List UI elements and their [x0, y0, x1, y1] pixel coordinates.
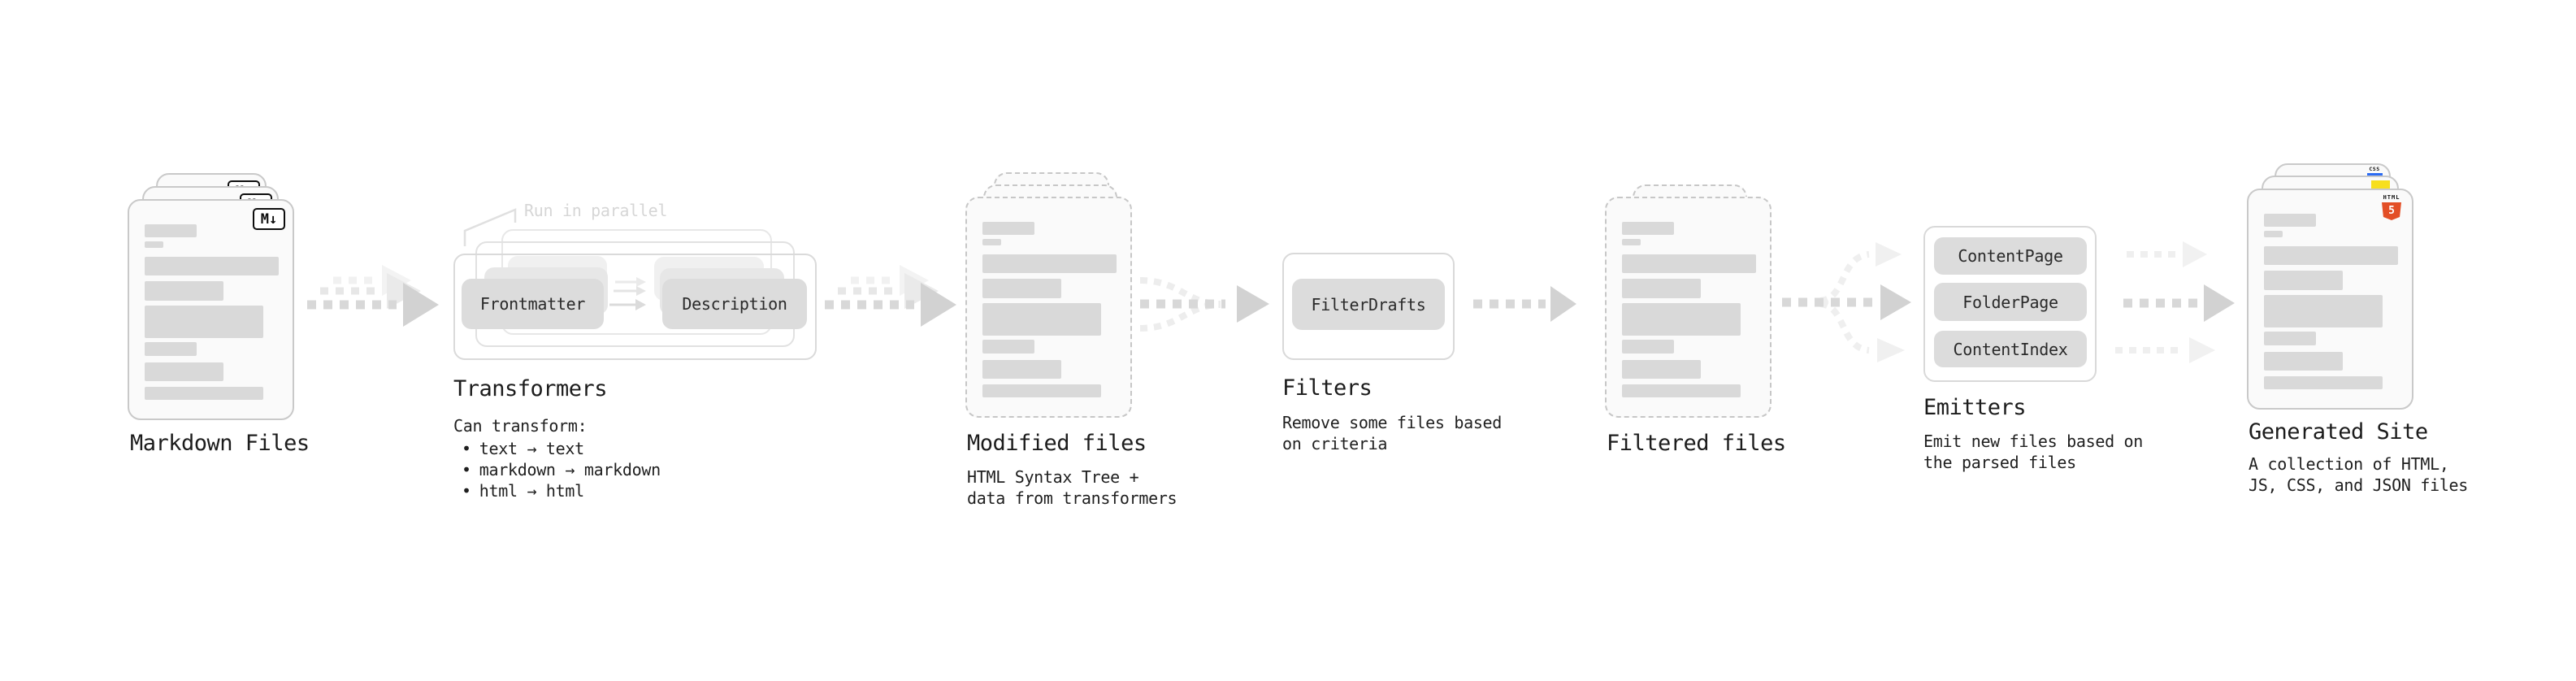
bullet-text: text → text [479, 439, 584, 458]
node-title: Transformers [453, 376, 608, 401]
node-description: A collection of HTML, [2249, 454, 2449, 474]
placeholder-bar [2264, 214, 2316, 227]
arrow-transformers-to-modified [825, 265, 956, 327]
node-description: JS, CSS, and JSON files [2249, 475, 2469, 495]
placeholder-bar [982, 303, 1101, 336]
placeholder-bar [1622, 360, 1701, 379]
bullet-marker: • [462, 481, 471, 501]
placeholder-bar [1622, 222, 1674, 235]
css-badge: CSS [2366, 167, 2383, 176]
html5-badge: HTML 5 [2381, 194, 2402, 220]
node-description: HTML Syntax Tree + [967, 467, 1139, 487]
placeholder-bar [1622, 239, 1641, 245]
arrow-markdown-to-transformers [307, 265, 439, 327]
placeholder-bar [2264, 295, 2383, 327]
transformer-box [453, 254, 817, 360]
placeholder-bar [1622, 384, 1741, 397]
placeholder-bar [2264, 246, 2398, 265]
placeholder-bar [1622, 279, 1701, 298]
placeholder-bar [2264, 271, 2343, 290]
css-badge-underline [2366, 173, 2383, 176]
placeholder-bar [2264, 352, 2343, 371]
arrow-filtered-to-emitters [1782, 242, 1911, 362]
folderpage-chip: FolderPage [1934, 283, 2087, 321]
transform-bullet: • text → text [462, 439, 584, 458]
placeholder-bar [145, 241, 163, 248]
arrow-modified-to-filters [1139, 277, 1269, 332]
html5-badge-number: 5 [2388, 205, 2395, 217]
placeholder-bar [1622, 303, 1741, 336]
placeholder-bar [982, 384, 1101, 397]
placeholder-bar [145, 224, 197, 237]
node-description: on criteria [1282, 434, 1388, 453]
placeholder-bar [2264, 332, 2316, 345]
arrow-emitters-to-generated [2115, 241, 2235, 363]
placeholder-bar [2264, 231, 2283, 237]
placeholder-bar [145, 362, 223, 381]
node-description: the parsed files [1923, 453, 2076, 472]
filterdrafts-chip: FilterDrafts [1292, 279, 1445, 330]
placeholder-bar [982, 340, 1034, 354]
placeholder-bar [145, 306, 263, 338]
node-title: Emitters [1923, 395, 2027, 420]
node-title: Filtered files [1607, 431, 1786, 456]
placeholder-bar [982, 279, 1061, 298]
description-chip: Description [662, 279, 807, 329]
placeholder-bar [2264, 376, 2383, 389]
transform-bullet: • html → html [462, 481, 584, 501]
file-card: HTML 5 [2247, 189, 2413, 410]
bullet-marker: • [462, 439, 471, 458]
markdown-badge: M↓ [253, 208, 285, 230]
contentpage-chip: ContentPage [1934, 237, 2087, 275]
transform-bullet: • markdown → markdown [462, 460, 661, 479]
placeholder-bar [145, 342, 197, 356]
file-card [965, 197, 1132, 418]
node-description: Remove some files based [1282, 413, 1503, 432]
run-in-parallel-note: Run in parallel [524, 201, 668, 220]
arrow-filters-to-filtered [1473, 286, 1576, 322]
emitters-box [1923, 226, 2097, 382]
file-card: M↓ [128, 199, 294, 420]
js-badge [2371, 180, 2390, 189]
placeholder-bar [145, 257, 279, 275]
filters-box [1282, 253, 1455, 360]
node-title: Modified files [967, 431, 1147, 456]
placeholder-bar [982, 360, 1061, 379]
contentindex-chip: ContentIndex [1934, 331, 2087, 367]
placeholder-bar [1622, 254, 1756, 273]
placeholder-bar [145, 281, 223, 301]
bullet-text: html → html [479, 481, 584, 501]
node-title: Markdown Files [130, 431, 310, 456]
placeholder-bar [1622, 340, 1674, 354]
bullet-marker: • [462, 460, 471, 479]
placeholder-bar [982, 254, 1117, 273]
node-title: Filters [1282, 375, 1373, 401]
placeholder-bar [982, 222, 1034, 235]
node-description: data from transformers [967, 488, 1177, 508]
placeholder-bar [982, 239, 1001, 245]
node-description: Can transform: [453, 416, 588, 436]
css-badge-label: CSS [2369, 166, 2380, 172]
file-card [1605, 197, 1772, 418]
bullet-text: markdown → markdown [479, 460, 661, 479]
node-description: Emit new files based on [1923, 432, 2144, 451]
node-title: Generated Site [2249, 419, 2428, 445]
html5-shield-icon: 5 [2382, 202, 2401, 220]
placeholder-bar [145, 387, 263, 400]
html5-badge-label: HTML [2383, 194, 2400, 201]
frontmatter-chip: Frontmatter [462, 279, 604, 329]
